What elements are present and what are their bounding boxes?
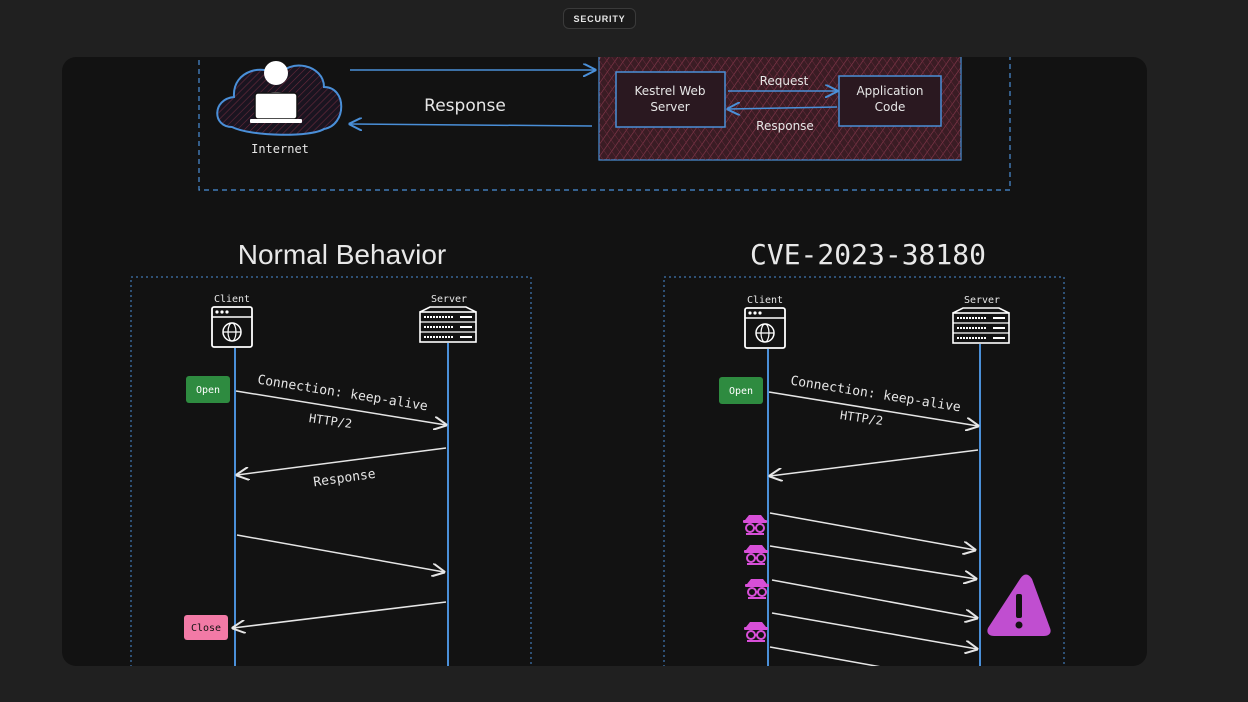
app-label-2: Code bbox=[875, 100, 906, 114]
cve-title: CVE-2023-38180 bbox=[750, 238, 986, 271]
architecture-boundary bbox=[198, 57, 1011, 191]
connection-arrow bbox=[235, 390, 446, 425]
spy-icon bbox=[744, 622, 768, 642]
app-label-1: Application bbox=[856, 84, 923, 98]
response-arrow-cve bbox=[770, 449, 979, 476]
server-rack-icon bbox=[952, 307, 1010, 344]
application-code-box: Application Code bbox=[838, 75, 942, 127]
laptop-user-icon bbox=[250, 61, 302, 123]
cve-diagram: CVE-2023-38180 Client Server Open Con bbox=[663, 238, 1065, 666]
kestrel-label-2: Server bbox=[650, 100, 689, 114]
cve-boundary bbox=[663, 276, 1065, 666]
request-arrow-2 bbox=[236, 534, 444, 572]
browser-globe-icon bbox=[211, 306, 253, 348]
open-tag-cve: Open bbox=[719, 377, 763, 404]
flood-arrow bbox=[769, 545, 976, 579]
architecture-diagram: Internet Response Kestrel Web Server App… bbox=[198, 57, 1011, 191]
cloud-label: Internet bbox=[251, 142, 309, 156]
connection-arrow-cve bbox=[768, 391, 978, 426]
response-arrow-left bbox=[237, 447, 447, 475]
spy-icon bbox=[744, 545, 768, 565]
server-label: Server bbox=[431, 294, 467, 305]
response-label: Response bbox=[312, 467, 376, 491]
kestrel-label-1: Kestrel Web bbox=[635, 84, 706, 98]
server-rack-icon bbox=[419, 306, 477, 343]
flood-arrow bbox=[769, 512, 975, 550]
client-label: Client bbox=[214, 294, 250, 305]
server-label-cve: Server bbox=[964, 295, 1000, 306]
protocol-label-cve: HTTP/2 bbox=[839, 408, 884, 428]
open-label: Open bbox=[196, 385, 220, 396]
inner-response-label: Response bbox=[756, 119, 814, 133]
warning-icon bbox=[987, 574, 1051, 636]
request-label: Request bbox=[760, 74, 809, 88]
normal-behavior-boundary bbox=[130, 276, 532, 666]
protocol-label: HTTP/2 bbox=[308, 411, 353, 431]
client-label-cve: Client bbox=[747, 295, 783, 306]
response-arrow-label: Response bbox=[424, 96, 506, 116]
close-tag: Close bbox=[184, 615, 228, 640]
kestrel-server-box: Kestrel Web Server bbox=[615, 71, 726, 128]
spy-icon bbox=[745, 579, 769, 599]
open-label-cve: Open bbox=[729, 386, 753, 397]
browser-globe-icon bbox=[744, 307, 786, 349]
flood-arrow bbox=[771, 579, 977, 618]
flood-arrow bbox=[769, 646, 881, 666]
spy-icon bbox=[743, 515, 767, 535]
close-arrow bbox=[233, 601, 447, 628]
inner-response-arrow bbox=[728, 107, 838, 109]
article-image-panel: Internet Response Kestrel Web Server App… bbox=[62, 57, 1147, 666]
close-label: Close bbox=[191, 623, 221, 634]
normal-behavior-diagram: Normal Behavior Client Server Open Co bbox=[130, 239, 532, 666]
flood-arrow bbox=[771, 612, 977, 649]
section-badge: SECURITY bbox=[563, 8, 636, 29]
response-arrow bbox=[350, 124, 593, 126]
open-tag: Open bbox=[186, 376, 230, 403]
normal-behavior-title: Normal Behavior bbox=[238, 239, 447, 270]
